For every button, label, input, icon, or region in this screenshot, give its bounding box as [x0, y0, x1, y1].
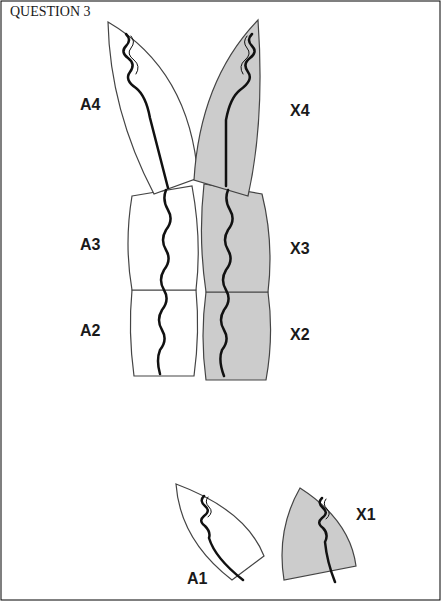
- question-title: QUESTION 3: [10, 4, 91, 20]
- part-label: A2: [80, 322, 100, 340]
- part-label: X4: [290, 102, 310, 120]
- part-label: A1: [187, 570, 207, 588]
- part-label: X2: [290, 326, 310, 344]
- part-label: A3: [80, 236, 100, 254]
- part-label: A4: [80, 96, 100, 114]
- part-label: X1: [356, 506, 376, 524]
- part-label: X3: [290, 240, 310, 258]
